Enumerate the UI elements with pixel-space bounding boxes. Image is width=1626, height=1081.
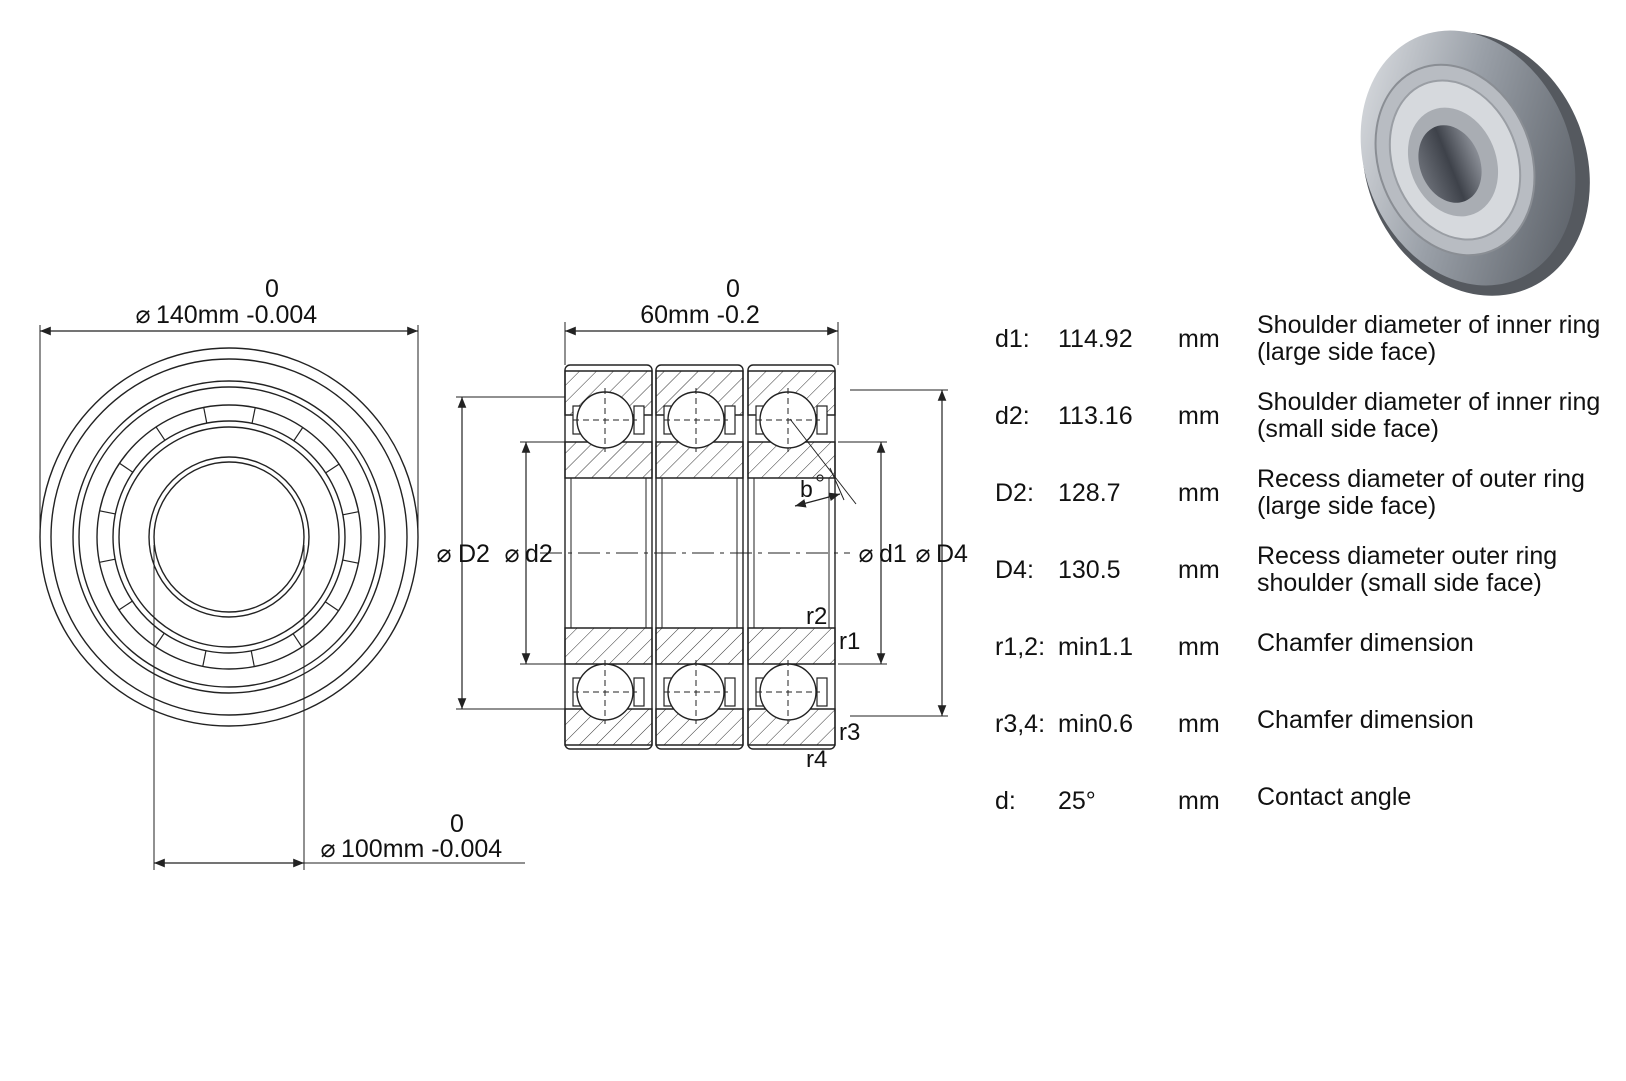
spec-unit: mm [1178, 325, 1220, 353]
cage-mark [324, 601, 339, 612]
spec-symbol: D2: [995, 479, 1034, 507]
ring-outline [655, 364, 744, 750]
cage-mark [119, 462, 134, 473]
D2-diameter-symbol: ⌀ [436, 540, 451, 568]
contact-angle-label: b [800, 476, 813, 502]
ring-outline [747, 364, 836, 750]
spec-description: Shoulder diameter of inner ring (small s… [1257, 388, 1601, 443]
degree-mark [816, 474, 824, 482]
spec-unit: mm [1178, 710, 1220, 738]
d2-diameter-symbol: ⌀ [504, 540, 519, 568]
section-view [456, 322, 948, 750]
bore-tol-upper: 0 [450, 810, 464, 838]
d1-diameter-symbol: ⌀ [858, 540, 873, 568]
spec-row: r1,2: min1.1 mm Chamfer dimension [995, 620, 1605, 697]
spec-value: 25° [1058, 787, 1096, 815]
spec-unit: mm [1178, 479, 1220, 507]
d1-label: d1 [879, 540, 907, 568]
spec-description: Recess diameter of outer ring (large sid… [1257, 465, 1585, 520]
D2-label: D2 [458, 540, 490, 568]
width-label: 60mm -0.2 [640, 301, 759, 329]
spec-symbol: d1: [995, 325, 1030, 353]
outer-tol-upper: 0 [265, 275, 279, 303]
spec-symbol: d: [995, 787, 1016, 815]
spec-row: d2: 113.16 mm Shoulder diameter of inner ri… [995, 389, 1605, 466]
cage-mark [250, 650, 255, 667]
cage-mark [251, 407, 256, 424]
inner-ring-bottom [564, 627, 653, 665]
spec-symbol: d2: [995, 402, 1030, 430]
spec-description: Shoulder diameter of inner ring (large s… [1257, 311, 1601, 366]
inner-ring-bottom [655, 627, 744, 665]
spec-symbol: r1,2: [995, 633, 1046, 661]
cage-mark [342, 511, 359, 516]
spec-value: min1.1 [1058, 633, 1134, 661]
cage-mark [99, 510, 116, 515]
bearing-3d-render [1360, 30, 1590, 296]
cage-mark [154, 632, 165, 647]
contact-angle-arc [794, 492, 841, 508]
cage-mark [155, 426, 166, 441]
D4-label: D4 [936, 540, 968, 568]
r1-label: r1 [839, 628, 860, 655]
spec-unit: mm [1178, 633, 1220, 661]
spec-value: 128.7 [1058, 479, 1121, 507]
r2-label: r2 [806, 603, 827, 630]
spec-unit: mm [1178, 787, 1220, 815]
spec-value: 114.92 [1058, 325, 1133, 353]
spec-symbol: r3,4: [995, 710, 1046, 738]
spec-row: D4: 130.5 mm Recess diameter outer ring sho… [995, 543, 1605, 620]
outer-diameter-label: 140mm -0.004 [156, 301, 317, 329]
spec-value: 113.16 [1058, 402, 1133, 430]
bore-diameter-symbol: ⌀ [320, 835, 335, 863]
spec-row: d: 25° mm Contact angle [995, 774, 1605, 851]
cage-mark [118, 600, 133, 611]
spec-description: Chamfer dimension [1257, 629, 1474, 657]
spec-description: Contact angle [1257, 783, 1412, 811]
width-tol-upper: 0 [726, 275, 740, 303]
D4-diameter-symbol: ⌀ [915, 540, 930, 568]
spec-row: d1: 114.92 mm Shoulder diameter of inner ri… [995, 312, 1605, 389]
cage-mark [99, 558, 116, 563]
ring-outline [564, 364, 653, 750]
spec-value: 130.5 [1058, 556, 1121, 584]
outer-diameter-symbol: ⌀ [135, 301, 150, 329]
cage-mark [202, 650, 207, 667]
cage-mark [203, 407, 208, 424]
spec-row: r3,4: min0.6 mm Chamfer dimension [995, 697, 1605, 774]
spec-unit: mm [1178, 402, 1220, 430]
d2-label: d2 [525, 540, 553, 568]
spec-description: Recess diameter outer ring shoulder (sma… [1257, 542, 1558, 597]
spec-row: D2: 128.7 mm Recess diameter of outer ring … [995, 466, 1605, 543]
cage-marks [99, 407, 359, 667]
r4-label: r4 [806, 746, 827, 773]
spec-value: min0.6 [1058, 710, 1134, 738]
spec-symbol: D4: [995, 556, 1034, 584]
cage-mark [293, 427, 304, 442]
spec-description: Chamfer dimension [1257, 706, 1474, 734]
r3-label: r3 [839, 719, 860, 746]
cage-mark [292, 633, 303, 648]
bore-diameter-label: 100mm -0.004 [341, 835, 502, 863]
cage-mark [342, 559, 359, 564]
bearing-balls [572, 388, 828, 724]
front-view [39, 325, 419, 870]
inner-ring-bottom [747, 627, 836, 665]
cage-mark [325, 463, 340, 474]
spec-unit: mm [1178, 556, 1220, 584]
